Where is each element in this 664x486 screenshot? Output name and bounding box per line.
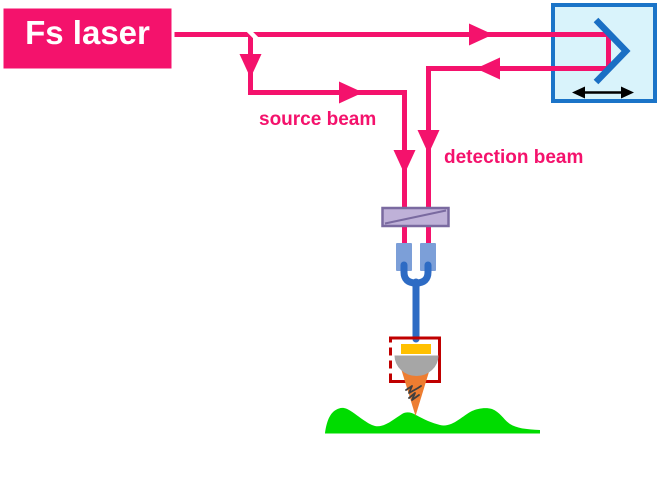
detection-beam-down-arrow-icon <box>417 130 440 154</box>
tip-scattering-icon <box>405 385 422 401</box>
tip-scattering-upper-squiggle <box>405 385 422 394</box>
source-beam-label: source beam <box>259 109 376 130</box>
main-beam-arrow-icon <box>469 23 493 46</box>
tip-scattering-lower-squiggle <box>408 392 420 401</box>
fs-laser-label: Fs laser <box>25 14 150 51</box>
fs-laser: Fs laser <box>0 5 175 72</box>
delay-stage <box>551 3 657 103</box>
split-beam-arrow-icon <box>239 54 262 78</box>
probe-head <box>389 336 441 416</box>
delay-stage-box <box>551 3 657 103</box>
detection-beam-label: detection beam <box>444 147 583 168</box>
fiber-coupler-left <box>396 243 412 271</box>
beam-arrowheads <box>239 23 500 174</box>
sample-surface <box>325 407 540 434</box>
fiber-coupler-right <box>420 243 436 271</box>
return-beam-arrow-icon <box>476 57 500 80</box>
probe-lens-dome <box>394 355 439 376</box>
probe-mount-plate <box>401 344 431 354</box>
filter-diagonal-line <box>384 209 447 225</box>
fs-laser-box <box>0 5 175 72</box>
source-beam-down-arrow-icon <box>393 150 416 174</box>
optical-filter <box>381 206 450 228</box>
translation-arrow-right-head <box>621 86 634 99</box>
beamsplitter-icon <box>235 17 266 48</box>
fiber-y-combiner <box>400 261 432 343</box>
source-beam-arrow-icon <box>339 81 363 104</box>
translation-arrow-left-head <box>572 86 585 99</box>
retroreflector-icon <box>593 17 631 85</box>
